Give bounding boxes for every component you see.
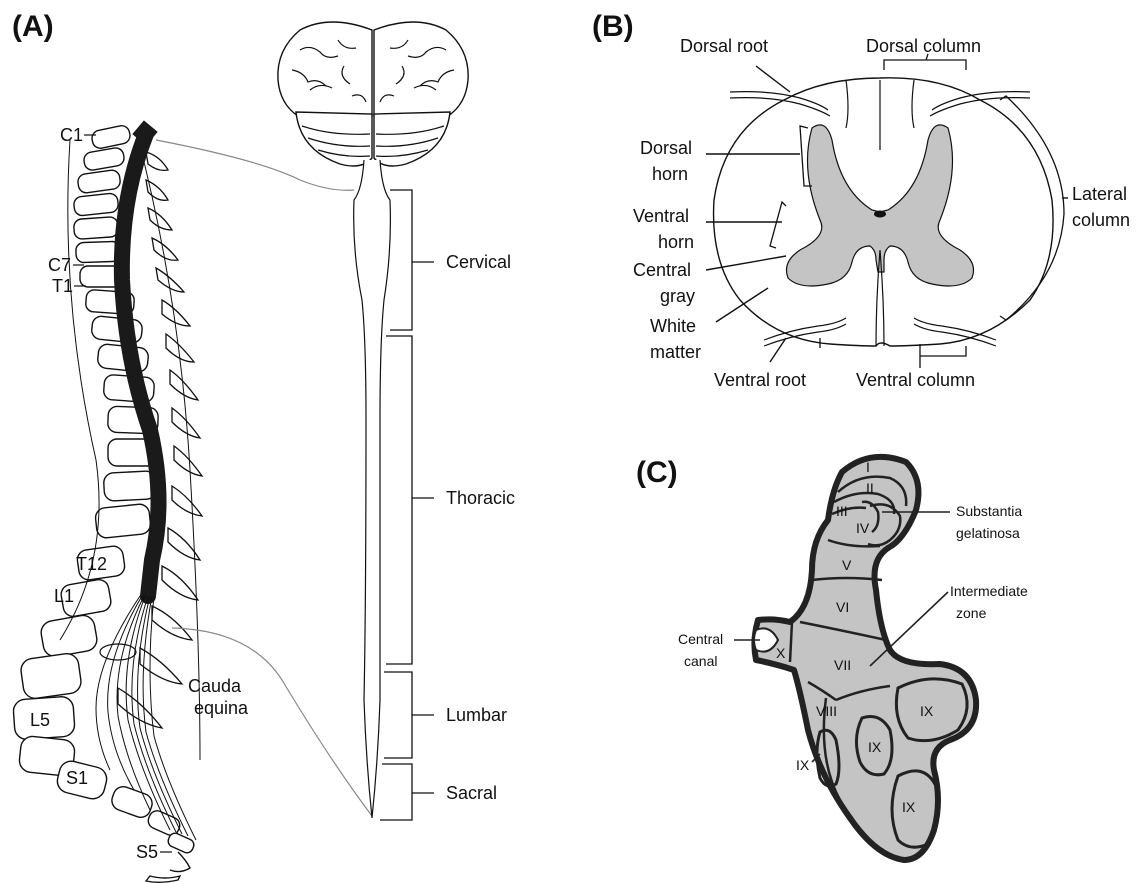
lamina-x: X xyxy=(776,645,786,661)
label-dorsal-root: Dorsal root xyxy=(680,36,768,56)
region-cervical: Cervical xyxy=(446,252,511,272)
lamina-ii: II xyxy=(866,480,874,496)
panel-a: (A) xyxy=(12,10,515,882)
label-central-gray-2: gray xyxy=(660,286,695,306)
region-thoracic: Thoracic xyxy=(446,488,515,508)
label-t12: T12 xyxy=(76,554,107,574)
label-s1: S1 xyxy=(66,768,88,788)
lamina-ix-a: IX xyxy=(920,703,934,719)
spinal-cord-outline xyxy=(354,160,391,818)
panel-b: (B) xyxy=(592,10,1130,390)
label-dorsal-horn-1: Dorsal xyxy=(640,138,692,158)
lamina-ix-c: IX xyxy=(902,799,916,815)
lamina-ix-b: IX xyxy=(868,739,882,755)
cauda-label-line1: Cauda xyxy=(188,676,242,696)
label-dorsal-column: Dorsal column xyxy=(866,36,981,56)
lamina-ix-d: IX xyxy=(796,757,810,773)
region-lumbar: Lumbar xyxy=(446,705,507,725)
vertebral-column xyxy=(13,124,196,882)
lamina-viii: VIII xyxy=(816,703,837,719)
label-l5: L5 xyxy=(30,710,50,730)
panel-a-letter: (A) xyxy=(12,10,54,43)
lamina-vii: VII xyxy=(834,657,851,673)
label-dorsal-horn-2: horn xyxy=(652,164,688,184)
lamina-iii: III xyxy=(836,503,848,519)
label-central-canal-1: Central xyxy=(678,631,723,647)
label-white-matter-2: matter xyxy=(650,342,701,362)
region-sacral: Sacral xyxy=(446,783,497,803)
label-ventral-column: Ventral column xyxy=(856,370,975,390)
central-canal-dot xyxy=(874,211,886,218)
label-substantia-1: Substantia xyxy=(956,503,1022,519)
label-intermediate-2: zone xyxy=(956,605,987,621)
lamina-v: V xyxy=(842,557,852,573)
gray-matter-section xyxy=(754,457,976,860)
label-substantia-2: gelatinosa xyxy=(956,525,1020,541)
lamina-vi: VI xyxy=(836,599,849,615)
cauda-label-line2: equina xyxy=(194,698,249,718)
panel-b-letter: (B) xyxy=(592,10,634,43)
panel-c: (C) xyxy=(636,456,1028,860)
panel-c-letter: (C) xyxy=(636,456,678,489)
region-brackets xyxy=(380,190,434,820)
label-central-canal-2: canal xyxy=(684,653,717,669)
label-ventral-horn-2: horn xyxy=(658,232,694,252)
label-white-matter-1: White xyxy=(650,316,696,336)
label-lateral-column-2: column xyxy=(1072,210,1130,230)
label-t1: T1 xyxy=(52,276,73,296)
label-lateral-column-1: Lateral xyxy=(1072,184,1127,204)
label-central-gray-1: Central xyxy=(633,260,691,280)
label-c1: C1 xyxy=(60,125,83,145)
label-l1: L1 xyxy=(54,586,74,606)
lamina-i: I xyxy=(866,459,870,475)
brain xyxy=(278,22,468,166)
connector-bottom xyxy=(172,628,372,816)
label-c7: C7 xyxy=(48,255,71,275)
label-intermediate-1: Intermediate xyxy=(950,583,1028,599)
label-ventral-horn-1: Ventral xyxy=(633,206,689,226)
lamina-iv: IV xyxy=(856,520,870,536)
label-s5: S5 xyxy=(136,842,158,862)
label-ventral-root: Ventral root xyxy=(714,370,806,390)
